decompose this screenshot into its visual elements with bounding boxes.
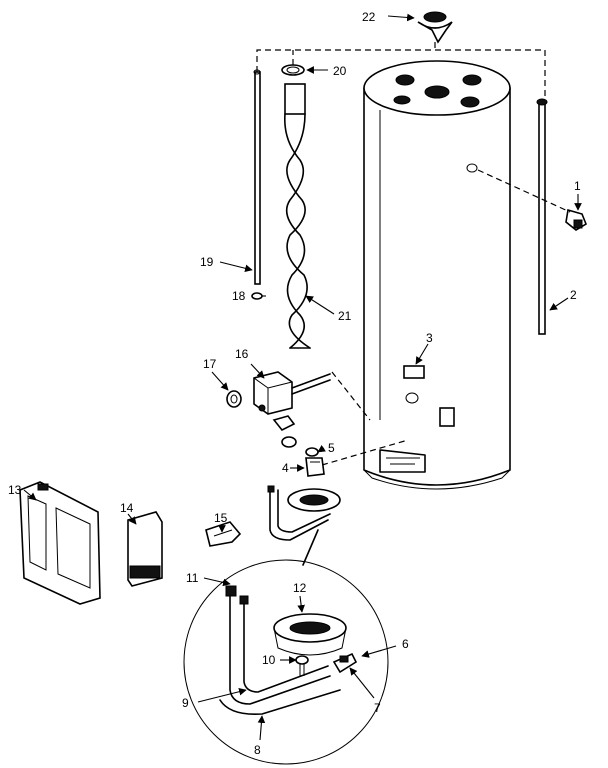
part-4-elbow (305, 457, 325, 477)
part-labels: 22 20 1 2 3 19 18 21 16 17 5 4 13 14 15 … (8, 10, 581, 757)
label-3: 3 (426, 331, 433, 345)
part-2-dip-tube (536, 98, 548, 335)
label-5: 5 (328, 441, 335, 455)
part-17-knob (226, 390, 242, 408)
label-4: 4 (282, 461, 289, 475)
label-22: 22 (362, 10, 376, 24)
tank (363, 60, 511, 490)
label-2: 2 (570, 288, 577, 302)
part-21-baffle (283, 83, 311, 349)
label-9: 9 (182, 696, 189, 710)
part-14-inner-door (127, 511, 163, 587)
part-18-washer (251, 292, 263, 300)
part-19-anode-rod (253, 69, 261, 285)
label-14: 14 (120, 501, 134, 515)
label-8: 8 (254, 743, 261, 757)
part-15-bracket (205, 521, 242, 547)
burner-assembly (267, 485, 341, 566)
label-15: 15 (214, 511, 228, 525)
label-17: 17 (203, 357, 217, 371)
part-20-gasket (281, 64, 305, 76)
label-16: 16 (235, 347, 249, 361)
label-13: 13 (8, 483, 22, 497)
label-11: 11 (186, 571, 199, 585)
small-fittings (272, 415, 297, 448)
detail-circle (183, 559, 389, 765)
label-21: 21 (338, 309, 352, 323)
part-16-gas-control (253, 371, 331, 415)
part-22-top-cap (417, 11, 453, 44)
label-6: 6 (402, 637, 409, 651)
label-7: 7 (374, 701, 381, 715)
label-20: 20 (333, 64, 347, 78)
part-1-drain-valve (565, 208, 587, 231)
label-18: 18 (232, 289, 246, 303)
label-12: 12 (293, 581, 307, 595)
leader-lines (23, 13, 582, 741)
part-5-nut (305, 447, 319, 457)
label-19: 19 (200, 255, 214, 269)
label-10: 10 (262, 653, 276, 667)
part-13-outer-door (19, 481, 101, 605)
dashed-connectors (256, 42, 571, 466)
label-1: 1 (574, 179, 581, 193)
